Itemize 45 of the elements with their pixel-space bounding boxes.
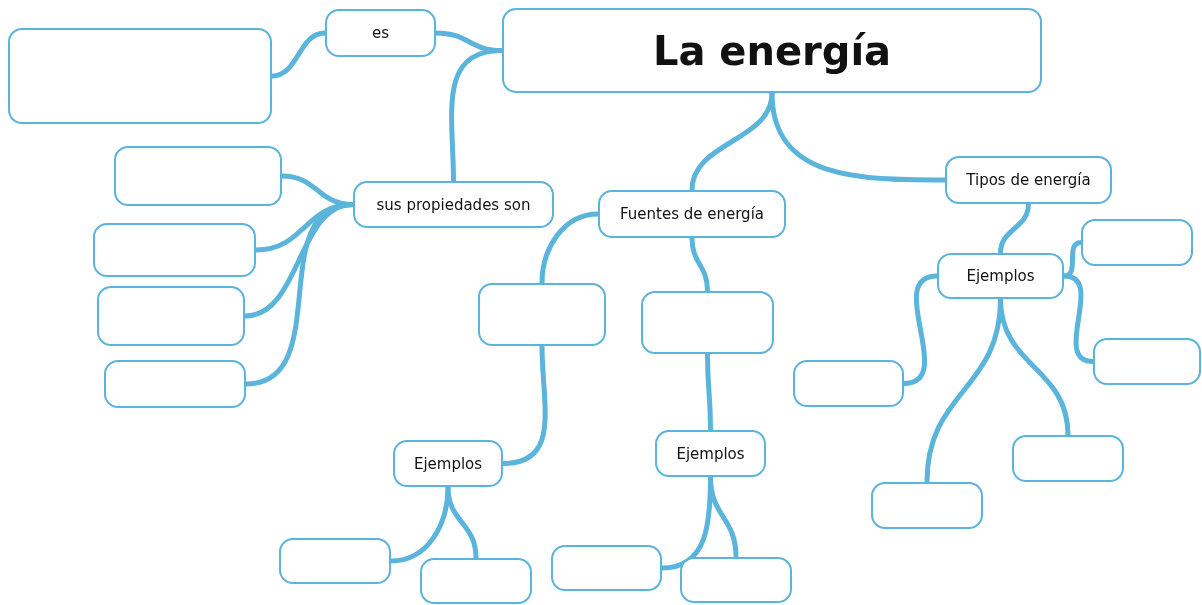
empty-box (793, 360, 904, 407)
empty-box (114, 146, 282, 206)
concept-box (393, 440, 503, 487)
empty-box (478, 283, 606, 346)
connector-line (449, 48, 503, 182)
connector-line (502, 345, 548, 466)
connector-line (705, 354, 713, 430)
node-label: Ejemplos (676, 444, 745, 463)
connector-line (390, 486, 451, 564)
concept-box (325, 9, 436, 57)
concept-box (655, 430, 766, 477)
connector-line (924, 298, 1003, 483)
concept-box (937, 253, 1064, 299)
empty-box (551, 545, 662, 591)
empty-box (1093, 338, 1201, 385)
empty-box (104, 360, 246, 408)
empty-box (1081, 219, 1193, 266)
empty-box (93, 223, 256, 277)
node-label: sus propiedades son (376, 195, 531, 214)
empty-box (420, 558, 532, 604)
concept-box (353, 181, 554, 228)
title-text: La energía (652, 27, 892, 74)
connector-line (271, 30, 326, 79)
node-label: Ejemplos (966, 267, 1035, 285)
concept-box (945, 156, 1112, 204)
empty-box (279, 538, 391, 584)
empty-box (8, 28, 272, 124)
empty-box (1012, 435, 1124, 482)
connector-line (539, 211, 599, 284)
connector-line (245, 202, 354, 387)
connector-line (769, 92, 945, 183)
connector-line (998, 203, 1031, 254)
node-label: Ejemplos (413, 454, 483, 473)
node-label: es (371, 24, 389, 42)
node-label: Fuentes de energía (620, 205, 764, 223)
connector-line (708, 476, 739, 558)
empty-box (680, 557, 792, 603)
connector-line (445, 486, 479, 559)
title-box (502, 8, 1042, 93)
empty-box (641, 291, 774, 354)
empty-box (871, 482, 983, 529)
concept-box (598, 190, 786, 238)
empty-box (97, 286, 245, 346)
connector-line (689, 237, 710, 292)
node-label: Tipos de energía (966, 171, 1091, 189)
